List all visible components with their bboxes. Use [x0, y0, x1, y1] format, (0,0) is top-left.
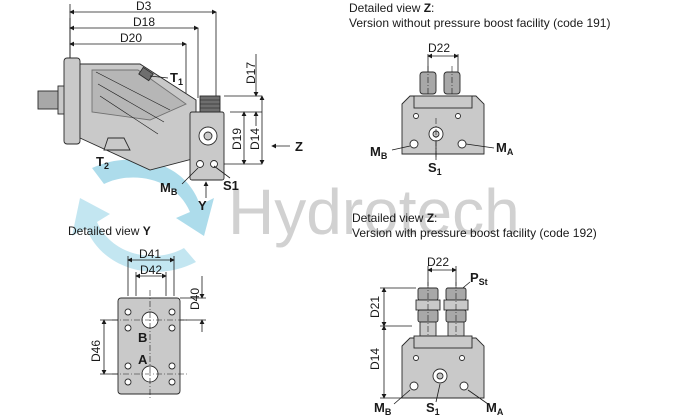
- dim-d17-label: D17: [244, 62, 258, 84]
- view-z-192-title: Detailed view Z:: [352, 211, 437, 225]
- y-dim-d46-label: D46: [89, 340, 103, 362]
- view-z-191: Detailed view Z: Version without pressur…: [349, 1, 610, 177]
- y-port-b-label: B: [138, 330, 147, 345]
- z192-dim-d14-label: D14: [368, 348, 382, 370]
- y-dim-d41-label: D41: [139, 247, 161, 261]
- dim-d20-label: D20: [120, 31, 142, 45]
- z192-port-mb-label: MB: [374, 400, 392, 417]
- y-port-a-label: A: [138, 352, 148, 367]
- arrow-y-label: Y: [198, 198, 207, 213]
- port-mb-label: MB: [160, 180, 178, 197]
- z191-port-ma-label: MA: [496, 140, 514, 157]
- dim-d3-label: D3: [136, 0, 152, 13]
- watermark-text: Hydrotech: [228, 176, 520, 248]
- view-y: Detailed view Y D41 D42 B A D40 D46: [68, 224, 206, 400]
- watermark: Hydrotech: [72, 159, 520, 272]
- port-t1-label: T1: [170, 70, 183, 87]
- view-z-192: Detailed view Z: Version with pressure b…: [352, 211, 597, 417]
- z192-dim-d22-label: D22: [427, 255, 449, 269]
- port-t2-label: T2: [96, 154, 109, 171]
- y-dim-d40-label: D40: [188, 288, 202, 310]
- y-dim-d42-label: D42: [140, 263, 162, 277]
- z191-dim-d22-label: D22: [428, 41, 450, 55]
- z192-port-pst-label: PSt: [470, 270, 488, 287]
- port-s1-label: S1: [223, 178, 239, 193]
- view-z-191-title: Detailed view Z:: [349, 1, 434, 15]
- z192-port-ma-label: MA: [486, 400, 504, 417]
- view-z-192-subtitle: Version with pressure boost facility (co…: [352, 226, 597, 240]
- z191-port-s1-label: S1: [428, 160, 442, 177]
- main-pump-view: D3 D18 D20 T1 T2 MB S1: [37, 0, 303, 213]
- dim-d14-label: D14: [248, 128, 262, 150]
- dim-d19-label: D19: [230, 128, 244, 150]
- watermark-arrow-icon: [92, 159, 214, 236]
- z192-dim-d21-label: D21: [368, 296, 382, 318]
- z192-port-s1-label: S1: [426, 400, 440, 417]
- dim-d18-label: D18: [133, 15, 155, 29]
- arrow-z-label: Z: [295, 139, 303, 154]
- watermark-arrow-icon-2: [72, 198, 196, 272]
- view-z-191-subtitle: Version without pressure boost facility …: [349, 16, 610, 30]
- view-y-title: Detailed view Y: [68, 224, 151, 238]
- z191-port-mb-label: MB: [370, 144, 388, 161]
